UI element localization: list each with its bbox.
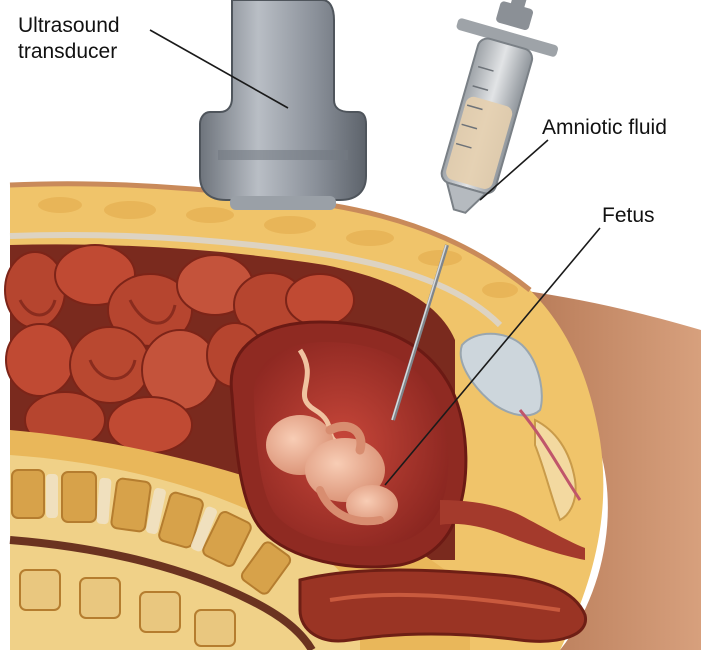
fetus-label: Fetus: [602, 204, 655, 227]
amniotic-fluid-label: Amniotic fluid: [542, 116, 667, 139]
transducer-label-line1: Ultrasound: [18, 14, 120, 37]
transducer-label-line2: transducer: [18, 40, 117, 63]
